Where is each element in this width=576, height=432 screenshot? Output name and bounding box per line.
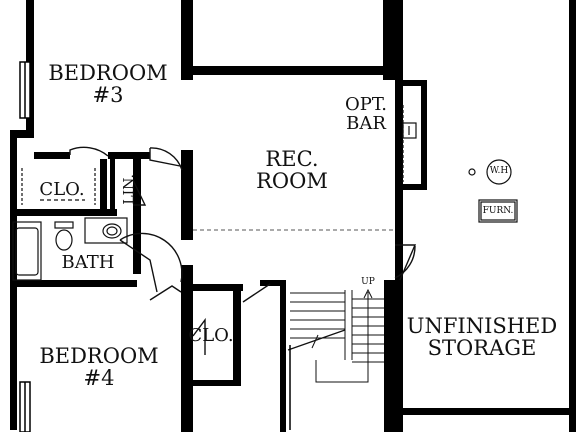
- wall-bedroom3-south-a: [34, 152, 70, 159]
- wall-bar-bottom: [395, 184, 427, 190]
- door-bedroom3: [149, 148, 181, 167]
- sink: [102, 223, 122, 239]
- vanity: [84, 217, 128, 244]
- opt-bar-label-line1: OPT.: [345, 94, 387, 115]
- furnace-icon: [478, 199, 518, 223]
- door-bath: [119, 239, 158, 293]
- bedroom4-label: BEDROOM #4: [38, 345, 160, 389]
- wall-rec-north: [181, 66, 399, 75]
- rec-room-label-line1: REC.: [265, 147, 319, 171]
- wall-bar-top: [395, 80, 427, 86]
- toilet: [55, 229, 73, 251]
- linen-label: LIN.: [121, 174, 138, 205]
- bedroom3-label: BEDROOM #3: [48, 62, 168, 106]
- wall-bar-east: [421, 80, 427, 190]
- door-linen: [132, 179, 147, 206]
- rec-room-label-line2: ROOM: [256, 169, 328, 194]
- stairs: [287, 288, 384, 430]
- door-rec-closet: [242, 283, 271, 303]
- wall-stair-east: [384, 280, 395, 432]
- bath-label: BATH: [61, 252, 115, 273]
- bathtub: [12, 221, 42, 281]
- wall-closet2-top: [193, 284, 243, 291]
- wall-linen-east: [133, 159, 141, 274]
- water-heater-icon: [486, 159, 512, 185]
- closet-upper-label: CLO.: [39, 179, 85, 200]
- wall-storage-west: [395, 0, 403, 432]
- furnace-label: FURN.: [482, 206, 514, 216]
- wall-bath-south: [17, 280, 137, 287]
- door-bedroom3-closet: [69, 146, 109, 157]
- wall-stair-west: [280, 280, 286, 432]
- bedroom4-label-line1: BEDROOM: [39, 344, 159, 368]
- opt-bar-label: OPT. BAR: [334, 94, 398, 134]
- wall-closet-south: [17, 209, 117, 216]
- windows: [19, 61, 31, 432]
- bedroom3-label-line1: BEDROOM: [48, 61, 168, 85]
- wall-closet-top-west: [10, 130, 34, 138]
- wall-rec-west-lower: [181, 265, 193, 432]
- doors: [69, 146, 417, 355]
- wall-bedroom3-east: [181, 0, 193, 80]
- wall-closet2-bottom: [193, 380, 241, 386]
- wall-storage-south: [395, 408, 576, 415]
- wall-upper-room-east: [383, 0, 395, 80]
- door-closet2: [192, 317, 206, 355]
- bedroom3-label-line2: #3: [92, 83, 124, 108]
- stair-arrow: [315, 292, 369, 383]
- floor-drain-icon: [468, 168, 476, 176]
- closet-lower-label: CLO.: [188, 325, 234, 346]
- wall-closet-east: [100, 159, 107, 214]
- door-storage: [395, 244, 417, 281]
- wall-stair-top: [260, 280, 286, 286]
- unfinished-storage-label-line1: UNFINISHED: [406, 314, 558, 338]
- opt-bar-label-line2: BAR: [346, 112, 386, 134]
- wall-storage-east: [569, 0, 576, 432]
- wall-bedroom3-south-b: [108, 152, 150, 159]
- water-heater-label: W.H: [489, 166, 509, 176]
- wall-closet2-east: [233, 284, 241, 384]
- wall-linen-west: [110, 159, 115, 214]
- unfinished-storage-label: UNFINISHED STORAGE: [402, 315, 562, 359]
- bedroom4-label-line2: #4: [83, 366, 115, 391]
- stairs-up-label: UP: [361, 277, 375, 287]
- fixtures: [12, 105, 518, 281]
- unfinished-storage-label-line2: STORAGE: [427, 336, 537, 361]
- door-bedroom4: [149, 285, 182, 301]
- rec-room-label: REC. ROOM: [240, 148, 344, 192]
- wall-rec-west-upper: [181, 150, 193, 240]
